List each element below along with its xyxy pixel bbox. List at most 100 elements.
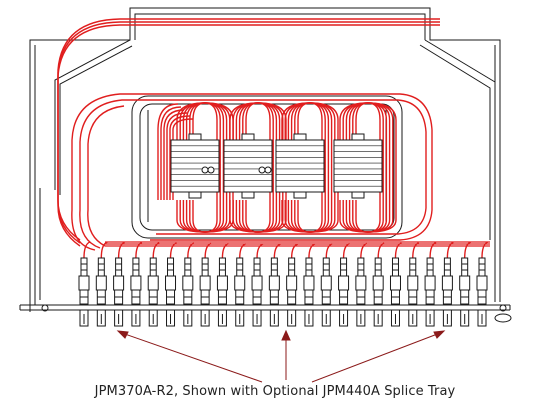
connector	[372, 242, 385, 327]
connector-boot	[218, 257, 226, 277]
pigtail	[117, 241, 125, 259]
adapter-body	[216, 275, 228, 291]
connector-row	[78, 241, 489, 327]
front-plug	[114, 309, 124, 327]
splice-module-body	[333, 139, 383, 193]
front-plug	[166, 309, 176, 327]
adapter-body	[286, 275, 298, 291]
connector	[216, 242, 229, 327]
arrow-left	[121, 332, 263, 383]
adapter-body	[320, 275, 332, 291]
connector	[424, 241, 437, 327]
callout-arrows	[116, 329, 446, 383]
splice-module-tab	[293, 133, 307, 141]
adapter-body	[130, 275, 142, 291]
splice-module-tab	[188, 133, 202, 141]
front-plug	[425, 309, 435, 327]
connector-boot	[201, 257, 209, 277]
front-plug	[408, 309, 418, 327]
connector	[199, 242, 212, 327]
pigtail	[308, 243, 316, 259]
pigtail	[325, 243, 333, 259]
adapter-body	[182, 275, 194, 291]
connector	[165, 242, 177, 327]
connector	[234, 243, 247, 327]
tray-fiber	[169, 115, 191, 200]
arrowhead-center	[281, 329, 291, 341]
pigtail	[290, 243, 298, 259]
pigtail	[152, 242, 160, 259]
connector-boot	[340, 257, 348, 277]
connector	[113, 241, 125, 327]
connector-boot	[409, 257, 417, 277]
connector-boot	[374, 257, 382, 277]
adapter-body	[372, 275, 384, 291]
front-plug	[321, 309, 331, 327]
adapter-body	[441, 275, 453, 291]
module-fiber	[290, 102, 333, 233]
arrow-right	[311, 332, 441, 383]
adapter-body	[78, 275, 90, 291]
module-fiber	[352, 102, 394, 233]
front-plug	[96, 309, 106, 327]
splice-module-body	[275, 139, 325, 193]
connector-boot	[288, 257, 296, 277]
arrowhead-left	[116, 330, 129, 339]
connector	[407, 242, 420, 327]
pigtail	[221, 242, 229, 259]
fiber-routing	[57, 18, 490, 251]
tray-clip	[258, 166, 272, 174]
adapter-body	[95, 275, 107, 291]
pigtail	[394, 242, 402, 259]
pigtail	[377, 242, 385, 259]
connector	[251, 243, 264, 327]
adapter-body	[199, 275, 211, 291]
front-plug	[373, 309, 383, 327]
connector-boot	[391, 257, 399, 277]
splice-module	[170, 133, 220, 199]
front-plug	[235, 309, 245, 327]
splice-module	[275, 133, 325, 199]
connector	[459, 241, 471, 327]
front-plug	[477, 309, 487, 327]
front-plug	[79, 309, 89, 327]
pigtail	[360, 242, 368, 259]
incoming-fiber	[57, 24, 440, 247]
splice-module-body	[223, 139, 273, 193]
adapter-body	[303, 275, 315, 291]
front-plug	[131, 309, 141, 327]
splice-module	[223, 133, 273, 199]
splice-module-tab	[293, 191, 307, 199]
pigtail	[83, 241, 91, 259]
connector	[182, 242, 195, 327]
tray-fiber	[166, 112, 188, 200]
pigtail	[342, 242, 350, 259]
splice-modules	[170, 133, 383, 199]
arrowhead-right	[433, 330, 446, 339]
connector-boot	[253, 257, 261, 277]
connector	[286, 243, 298, 327]
splice-module	[333, 133, 383, 199]
pigtail	[412, 242, 420, 259]
connector-boot	[478, 257, 486, 277]
front-plug	[390, 309, 400, 327]
connector-boot	[443, 257, 451, 277]
tray-clip	[201, 166, 215, 174]
front-plug	[252, 309, 262, 327]
connector-boot	[322, 257, 330, 277]
adapter-body	[338, 275, 350, 291]
connector	[147, 242, 160, 327]
tray-fiber	[163, 109, 185, 200]
front-plug	[183, 309, 193, 327]
connector-boot	[357, 257, 365, 277]
adapter-body	[113, 275, 125, 291]
connector	[303, 243, 316, 327]
connector-boot	[167, 257, 175, 277]
connector	[355, 242, 368, 327]
connector-boot	[149, 257, 157, 277]
adapter-body	[407, 275, 419, 291]
front-plug	[200, 309, 210, 327]
adapter-body	[234, 275, 246, 291]
front-plug	[287, 309, 297, 327]
